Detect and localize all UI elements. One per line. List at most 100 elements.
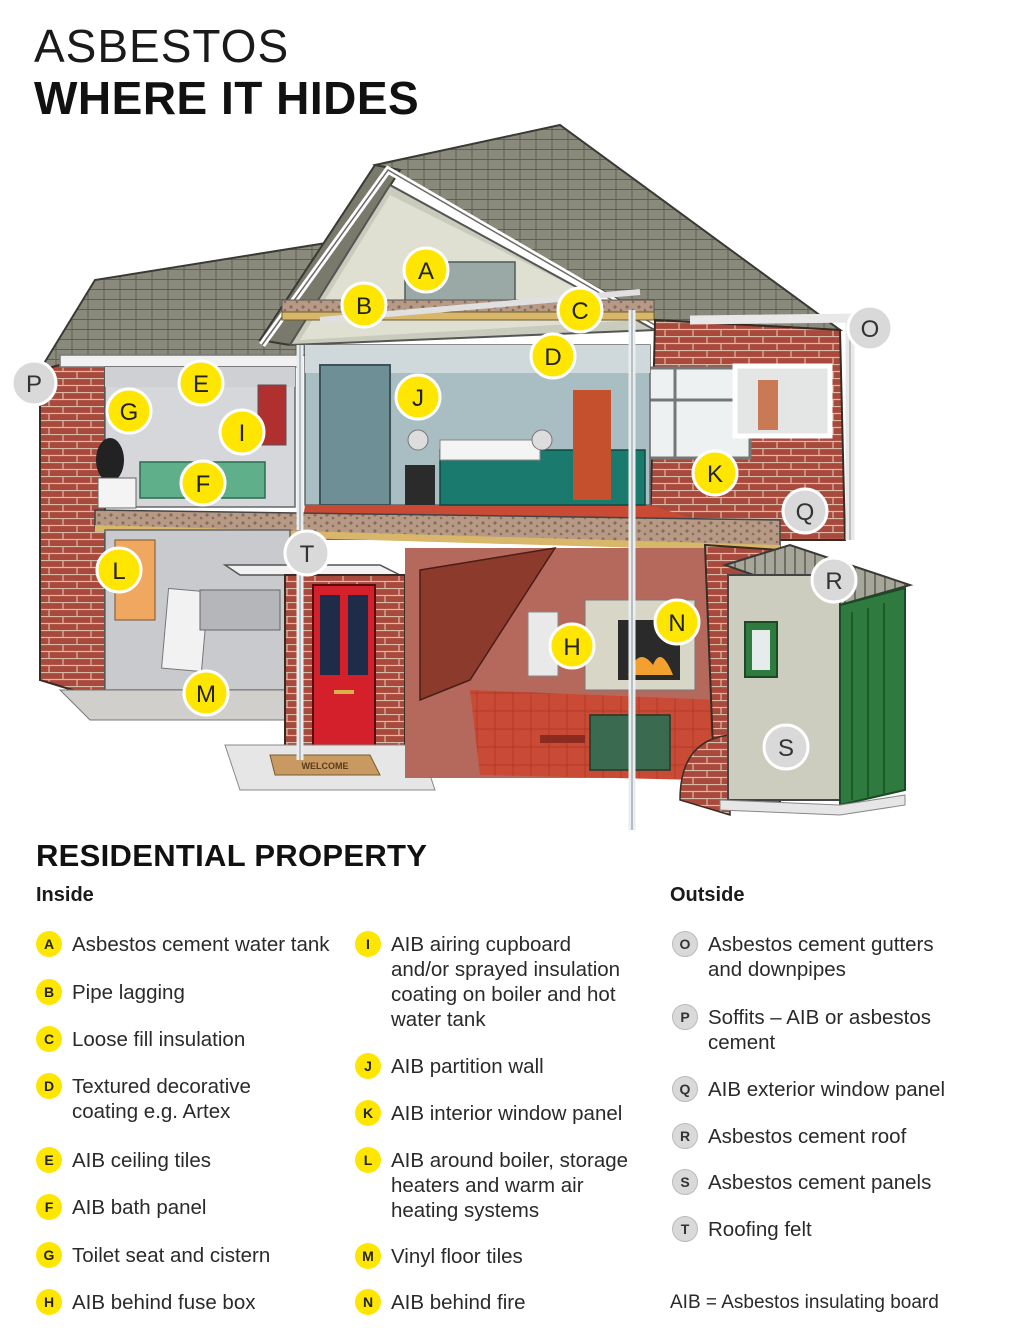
marker-s-label: S [778, 735, 794, 762]
marker-c: C [556, 286, 604, 334]
marker-k: K [691, 449, 739, 497]
legend-item-r: R Asbestos cement roof [672, 1123, 907, 1149]
marker-e: E [177, 359, 225, 407]
legend-badge-s: S [672, 1169, 698, 1195]
marker-l: L [95, 546, 143, 594]
marker-p-label: P [26, 371, 42, 398]
legend-badge-o: O [672, 931, 698, 957]
marker-t-label: T [300, 541, 315, 568]
legend-text-g: Toilet seat and cistern [72, 1244, 271, 1267]
marker-r: R [810, 556, 858, 604]
marker-s: S [762, 723, 810, 771]
legend-text-q: AIB exterior window panel [708, 1078, 946, 1101]
marker-i: I [218, 408, 266, 456]
legend-item-d: D Textured decorative coating e.g. Artex [36, 1073, 251, 1124]
legend-text-s: Asbestos cement panels [708, 1171, 932, 1194]
legend-text-p: Soffits – AIB or asbestos cement [708, 1006, 931, 1054]
legend-item-m: M Vinyl floor tiles [355, 1243, 523, 1269]
marker-d-label: D [544, 344, 561, 371]
marker-e-label: E [193, 371, 209, 398]
marker-h-label: H [563, 634, 580, 661]
marker-m-label: M [196, 681, 216, 708]
legend-text-d: Textured decorative coating e.g. Artex [72, 1075, 251, 1123]
legend-badge-d: D [36, 1073, 62, 1099]
marker-g-label: G [120, 399, 139, 426]
marker-f: F [179, 459, 227, 507]
doormat-text: WELCOME [302, 761, 349, 771]
marker-c-label: C [571, 298, 588, 325]
legend-text-o: Asbestos cement gutters and downpipes [708, 933, 934, 981]
marker-b: B [340, 281, 388, 329]
legend-item-f: F AIB bath panel [36, 1194, 207, 1220]
legend-item-h: H AIB behind fuse box [36, 1289, 256, 1315]
title-line-2: WHERE IT HIDES [34, 72, 420, 124]
legend-badge-g: G [36, 1242, 62, 1268]
legend-item-o: O Asbestos cement gutters and downpipes [672, 931, 934, 982]
legend-badge-e: E [36, 1147, 62, 1173]
legend-item-p: P Soffits – AIB or asbestos cement [672, 1004, 931, 1055]
legend-item-q: Q AIB exterior window panel [672, 1076, 946, 1102]
marker-j-label: J [412, 385, 424, 412]
marker-k-label: K [707, 461, 723, 488]
legend-text-h: AIB behind fuse box [72, 1291, 256, 1314]
legend-badge-f: F [36, 1194, 62, 1220]
legend-item-s: S Asbestos cement panels [672, 1169, 932, 1195]
legend-item-t: T Roofing felt [672, 1216, 812, 1242]
marker-o-label: O [861, 316, 880, 343]
legend-badge-n: N [355, 1289, 381, 1315]
marker-h: H [548, 622, 596, 670]
marker-a-label: A [418, 258, 434, 285]
marker-p: P [10, 359, 58, 407]
legend-text-m: Vinyl floor tiles [391, 1245, 523, 1268]
section-title: RESIDENTIAL PROPERTY [36, 838, 428, 873]
inside-heading: Inside [36, 884, 94, 906]
legend-badge-j: J [355, 1053, 381, 1079]
legend-text-b: Pipe lagging [72, 981, 185, 1004]
marker-n: N [653, 598, 701, 646]
legend-badge-c: C [36, 1026, 62, 1052]
house-cutaway-illustration: WELCOME A B C D E F [10, 123, 914, 830]
legend-badge-t: T [672, 1216, 698, 1242]
legend-text-k: AIB interior window panel [391, 1102, 623, 1125]
marker-f-label: F [196, 471, 211, 498]
legend-badge-q: Q [672, 1076, 698, 1102]
marker-q: Q [781, 487, 829, 535]
legend-item-a: A Asbestos cement water tank [36, 931, 330, 957]
legend-item-c: C Loose fill insulation [36, 1026, 246, 1052]
marker-q-label: Q [796, 499, 815, 526]
legend-text-j: AIB partition wall [391, 1055, 544, 1078]
legend-text-t: Roofing felt [708, 1218, 812, 1241]
legend-badge-h: H [36, 1289, 62, 1315]
marker-r-label: R [825, 568, 842, 595]
legend-item-i: I AIB airing cupboard and/or sprayed ins… [355, 931, 621, 1032]
legend-text-f: AIB bath panel [72, 1196, 207, 1219]
legend-text-n: AIB behind fire [391, 1291, 526, 1314]
footnote: AIB = Asbestos insulating board [670, 1292, 939, 1313]
legend-item-e: E AIB ceiling tiles [36, 1147, 211, 1173]
marker-n-label: N [668, 610, 685, 637]
marker-o: O [846, 304, 894, 352]
legend-badge-k: K [355, 1100, 381, 1126]
legend-item-k: K AIB interior window panel [355, 1100, 623, 1126]
legend-text-c: Loose fill insulation [72, 1028, 246, 1051]
marker-a: A [402, 246, 450, 294]
legend-badge-m: M [355, 1243, 381, 1269]
legend-item-b: B Pipe lagging [36, 979, 185, 1005]
legend-item-g: G Toilet seat and cistern [36, 1242, 271, 1268]
legend-badge-p: P [672, 1004, 698, 1030]
legend-badge-i: I [355, 931, 381, 957]
marker-j: J [394, 373, 442, 421]
legend-text-r: Asbestos cement roof [708, 1125, 907, 1148]
marker-d: D [529, 332, 577, 380]
marker-g: G [105, 387, 153, 435]
legend-text-a: Asbestos cement water tank [72, 933, 330, 956]
legend-item-n: N AIB behind fire [355, 1289, 526, 1315]
outside-heading: Outside [670, 884, 745, 906]
legend-badge-l: L [355, 1147, 381, 1173]
legend-badge-a: A [36, 931, 62, 957]
marker-l-label: L [112, 558, 125, 585]
legend-text-i: AIB airing cupboard and/or sprayed insul… [391, 933, 621, 1031]
marker-t: T [283, 529, 331, 577]
legend-item-l: L AIB around boiler, storage heaters and… [355, 1147, 628, 1223]
legend-badge-b: B [36, 979, 62, 1005]
